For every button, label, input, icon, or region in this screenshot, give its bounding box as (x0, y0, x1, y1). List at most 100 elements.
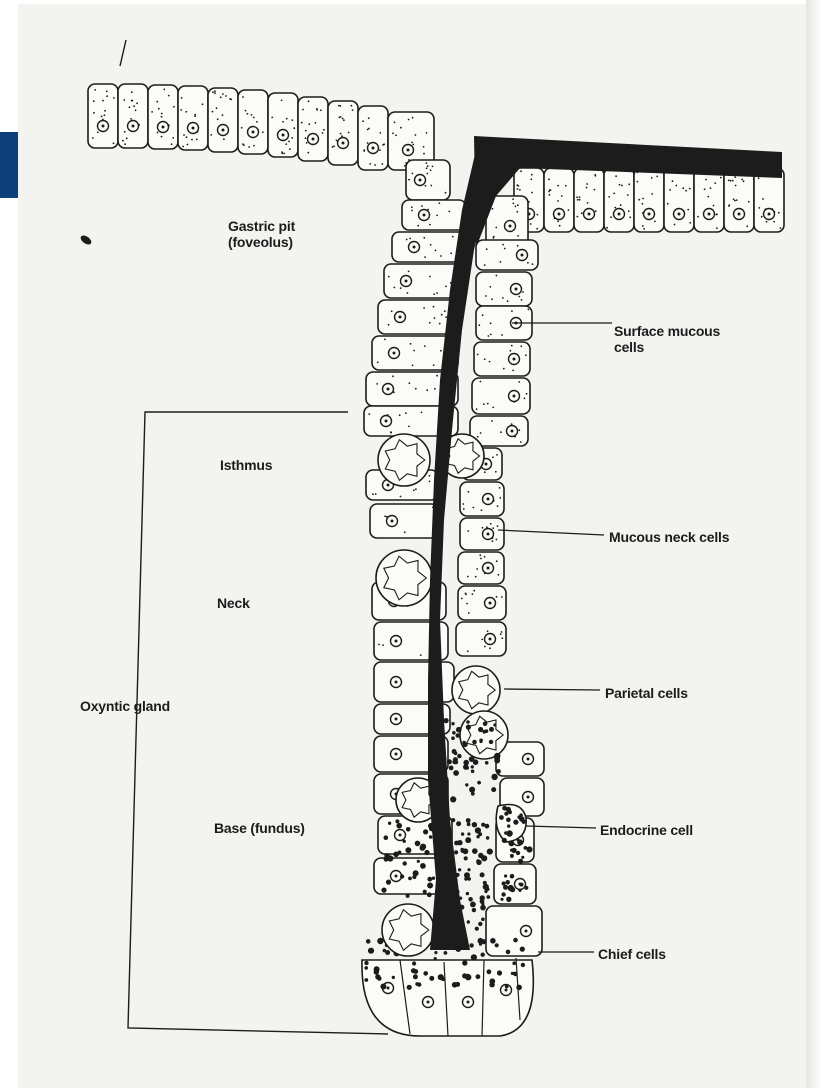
nucleolus (395, 753, 398, 756)
stipple-dot (411, 210, 413, 212)
stipple-dot (306, 142, 308, 144)
stipple-dot (316, 109, 318, 111)
stipple-dot (642, 225, 644, 227)
zymogen-granule (464, 856, 468, 860)
zymogen-granule (524, 886, 528, 890)
stipple-dot (383, 143, 385, 145)
stipple-dot (241, 127, 243, 129)
zymogen-granule (486, 836, 490, 840)
zymogen-granule (423, 971, 428, 976)
stipple-dot (521, 299, 523, 301)
stipple-dot (433, 364, 435, 366)
stipple-dot (716, 213, 718, 215)
nucleolus (485, 463, 488, 466)
stipple-dot (291, 119, 293, 121)
stipple-dot (485, 295, 487, 297)
zymogen-granule (480, 905, 486, 911)
stipple-dot (466, 603, 468, 605)
mucous-cell (298, 97, 328, 161)
label-gastric-pit: Gastric pit (228, 218, 295, 234)
stipple-dot (438, 202, 440, 204)
stipple-dot (444, 310, 446, 312)
label-oxyntic-gland: Oxyntic gland (80, 698, 170, 714)
stipple-dot (322, 132, 324, 134)
stipple-dot (391, 310, 393, 312)
stipple-dot (493, 236, 495, 238)
stipple-dot (720, 177, 722, 179)
stipple-dot (448, 211, 450, 213)
stipple-dot (467, 530, 469, 532)
stipple-dot (377, 361, 379, 363)
stipple-dot (682, 187, 684, 189)
stipple-dot (214, 92, 216, 94)
stipple-dot (412, 117, 414, 119)
stipple-dot (445, 286, 447, 288)
stipple-dot (481, 509, 483, 511)
mucous-cell (456, 622, 506, 656)
stipple-dot (565, 185, 567, 187)
nucleolus (489, 602, 492, 605)
stipple-dot (436, 215, 438, 217)
stipple-dot (467, 576, 469, 578)
zymogen-granule (518, 859, 523, 864)
stipple-dot (210, 134, 212, 136)
stipple-dot (480, 432, 482, 434)
stipple-dot (557, 200, 559, 202)
stipple-dot (423, 307, 425, 309)
zymogen-granule (447, 759, 452, 764)
zymogen-granule (507, 824, 510, 827)
zymogen-granule (469, 787, 475, 793)
zymogen-granule (510, 874, 515, 879)
nucleolus (372, 147, 375, 150)
stipple-dot (384, 339, 386, 341)
zymogen-granule (506, 807, 511, 812)
stipple-dot (476, 568, 478, 570)
stipple-dot (502, 297, 504, 299)
parietal-cell (452, 666, 500, 714)
zymogen-granule (420, 863, 426, 869)
zymogen-granule (429, 835, 433, 839)
zymogen-granule (504, 812, 508, 816)
nucleolus (588, 213, 591, 216)
stipple-dot (392, 375, 394, 377)
zymogen-granule (456, 733, 461, 738)
stipple-dot (714, 182, 716, 184)
stipple-dot (492, 540, 494, 542)
stipple-dot (245, 110, 247, 112)
zymogen-granule (364, 961, 368, 965)
stipple-dot (394, 122, 396, 124)
stipple-dot (106, 95, 108, 97)
stipple-dot (395, 134, 397, 136)
stipple-dot (408, 271, 410, 273)
stipple-dot (308, 100, 310, 102)
stipple-dot (223, 138, 225, 140)
stipple-dot (512, 370, 514, 372)
stipple-dot (452, 236, 454, 238)
stipple-dot (122, 140, 124, 142)
stipple-dot (388, 324, 390, 326)
nucleolus (505, 989, 508, 992)
stipple-dot (643, 228, 645, 230)
stipple-dot (531, 174, 533, 176)
stipple-dot (333, 145, 335, 147)
stipple-dot (488, 335, 490, 337)
stipple-dot (595, 210, 597, 212)
zymogen-granule (427, 877, 432, 882)
stipple-dot (734, 176, 736, 178)
zymogen-granule (395, 819, 399, 823)
stipple-dot (728, 180, 730, 182)
stipple-dot (519, 189, 521, 191)
label-parietal-cells: Parietal cells (605, 685, 688, 701)
label-mucous-neck-cells: Mucous neck cells (609, 529, 729, 545)
zymogen-granule (457, 754, 461, 758)
stipple-dot (135, 109, 137, 111)
stipple-dot (484, 556, 486, 558)
stipple-dot (445, 316, 447, 318)
stipple-dot (423, 153, 425, 155)
nucleolus (648, 213, 651, 216)
stipple-dot (477, 354, 479, 356)
stipple-dot (248, 146, 250, 148)
zymogen-granule (472, 740, 477, 745)
stipple-dot (341, 135, 343, 137)
stipple-dot (426, 173, 428, 175)
